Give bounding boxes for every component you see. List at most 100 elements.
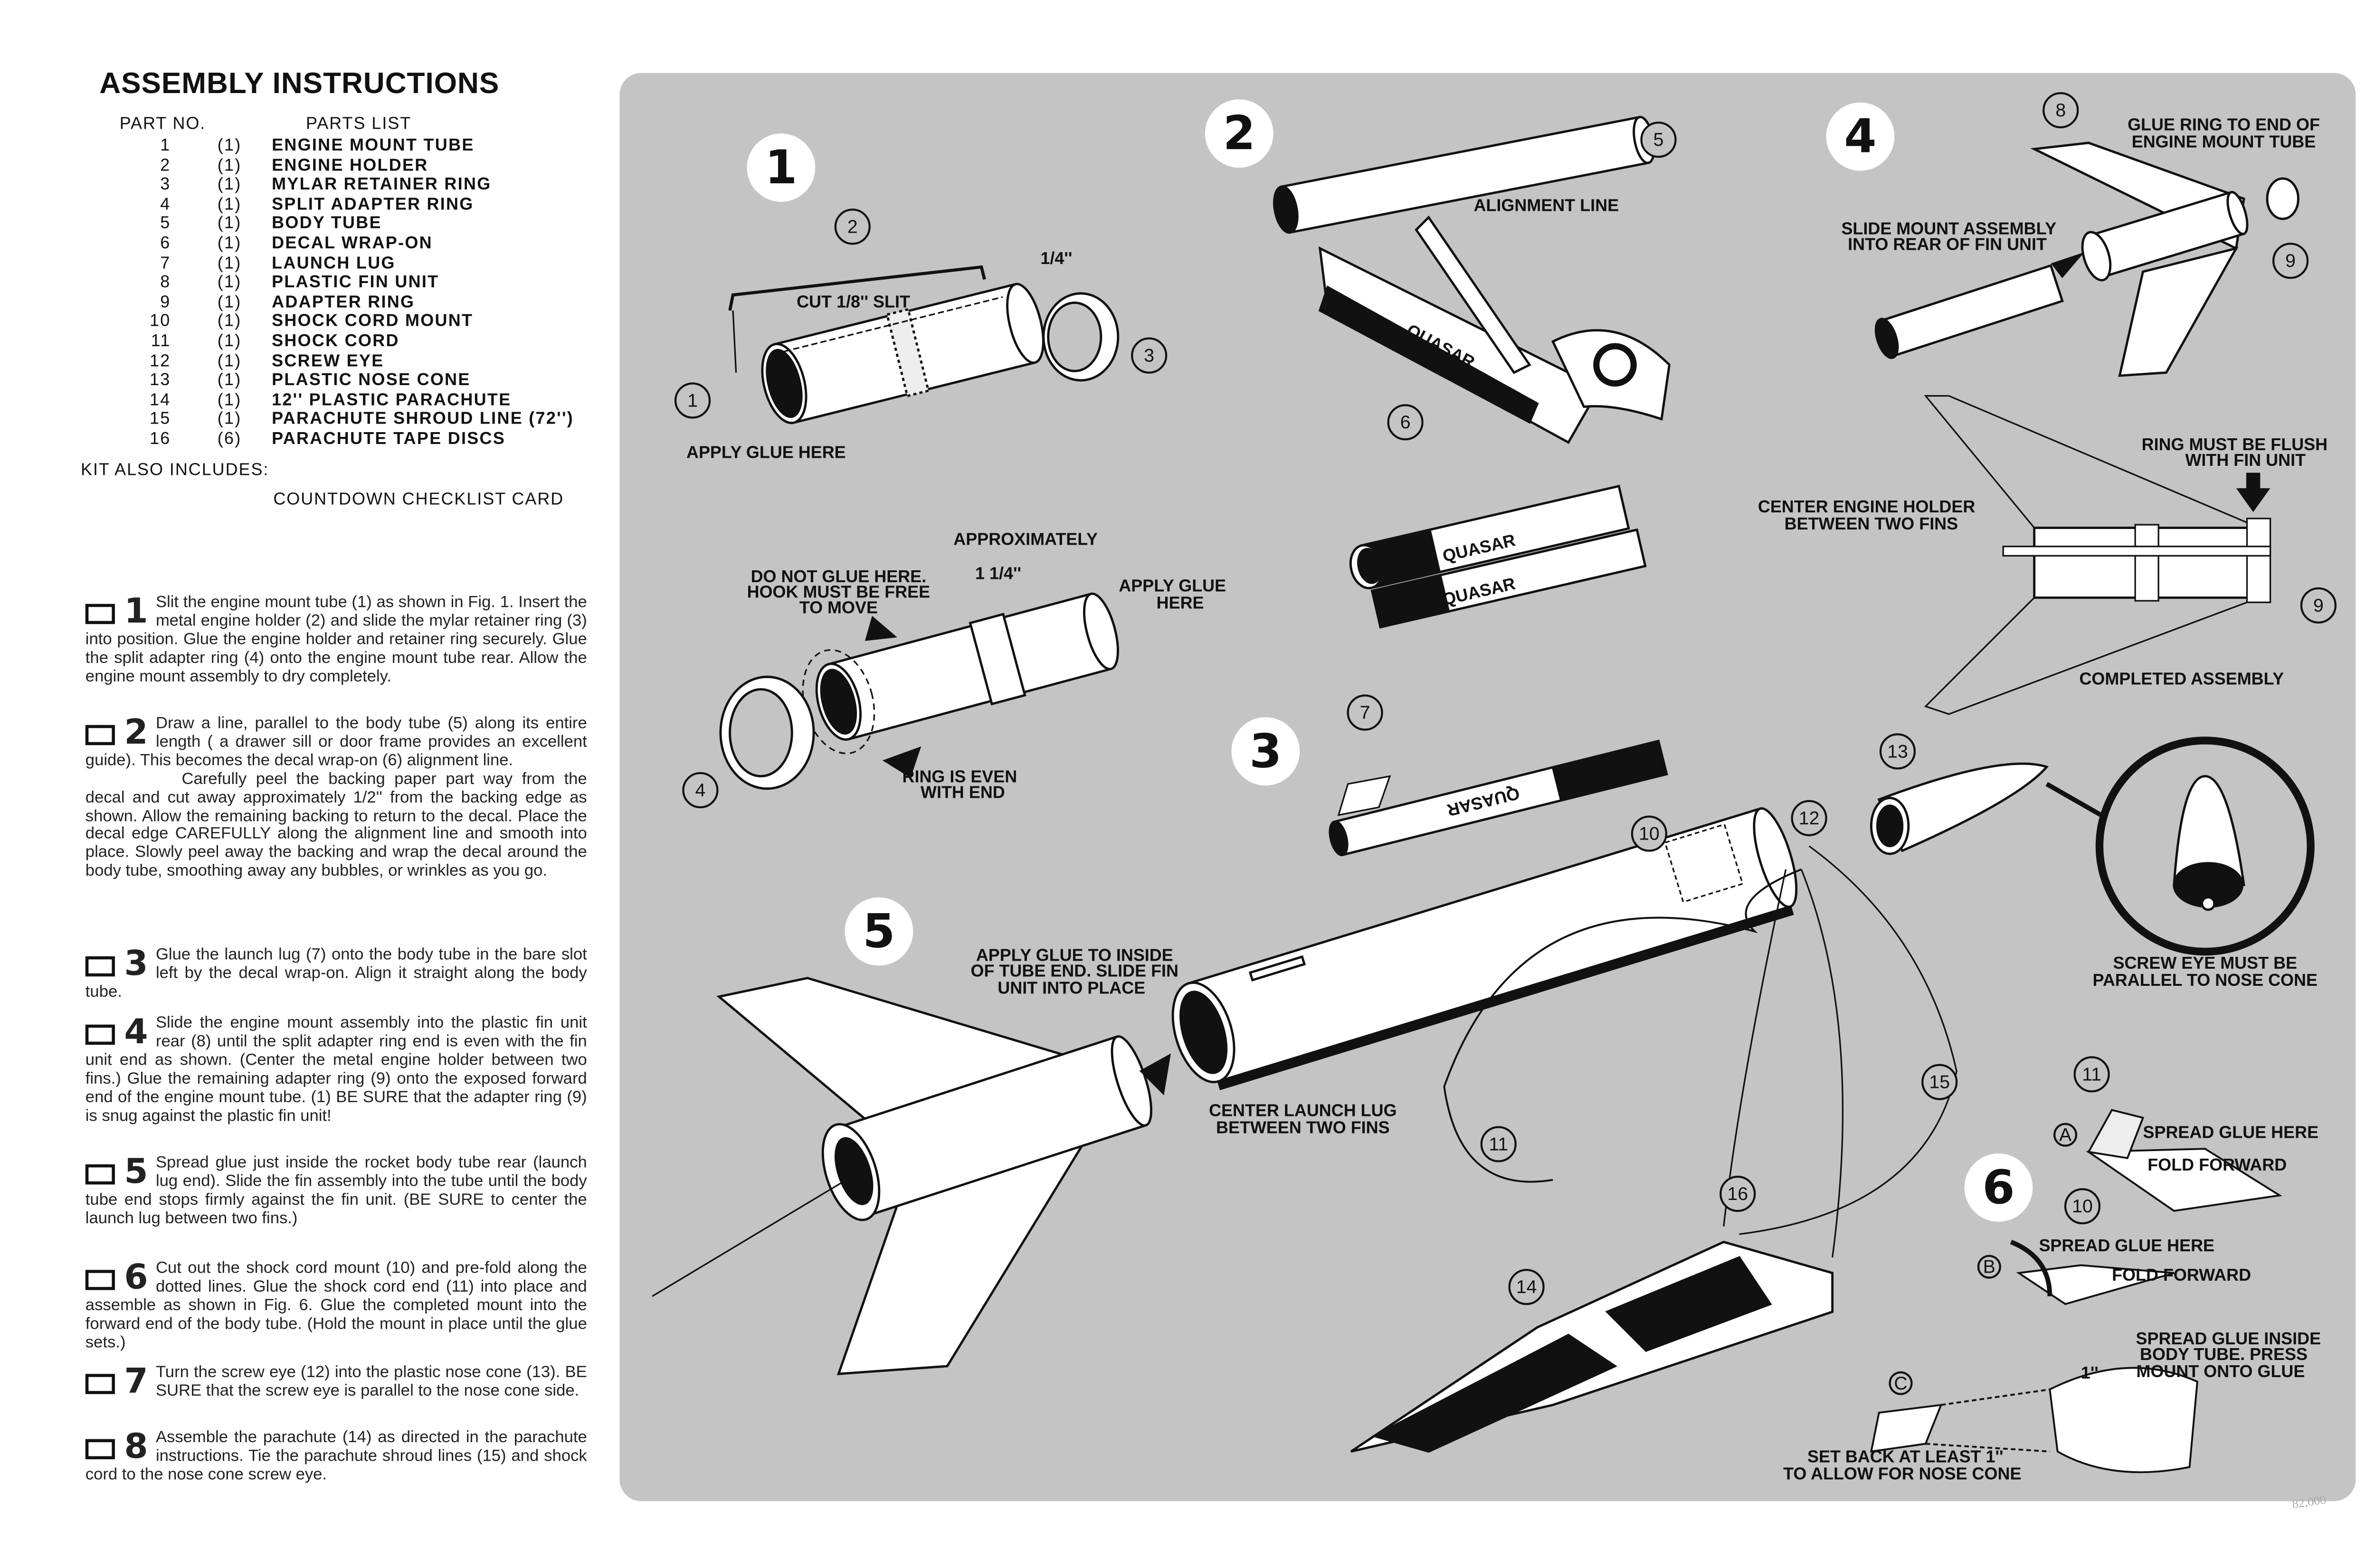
part-number: 15 bbox=[150, 410, 171, 429]
part-name: MYLAR RETAINER RING bbox=[272, 176, 492, 195]
parts-list-row: 1(1)ENGINE MOUNT TUBE bbox=[93, 137, 606, 156]
figure-labels: CUT 1/8'' SLIT 1/4'' APPLY GLUE HERE APP… bbox=[686, 115, 2328, 1483]
callout-circle bbox=[1791, 800, 1827, 836]
figure-badges: 1 2 3 4 5 6 bbox=[747, 99, 2033, 1222]
figure-badge-2: 2 bbox=[1223, 106, 1255, 161]
step-letter: A bbox=[2059, 1124, 2072, 1145]
part-number: 1 bbox=[160, 136, 171, 155]
part-quantity: (1) bbox=[217, 390, 242, 410]
callout-circle bbox=[1387, 404, 1424, 441]
step-text: Glue the launch lug (7) onto the body tu… bbox=[85, 945, 587, 1001]
part-number: 16 bbox=[150, 430, 171, 449]
one-inch-label: 1'' bbox=[2081, 1363, 2099, 1382]
part-quantity: (1) bbox=[217, 293, 242, 312]
parts-list-row: 8(1)PLASTIC FIN UNIT bbox=[93, 274, 606, 293]
engine-mount-tube-drawing bbox=[728, 265, 1120, 425]
callout-number: 7 bbox=[1360, 702, 1370, 723]
part-name: SCREW EYE bbox=[272, 351, 384, 370]
callout-number: 11 bbox=[1489, 1133, 1508, 1154]
step-checkbox[interactable] bbox=[85, 724, 115, 745]
callout-circle bbox=[2272, 243, 2309, 279]
apply-glue-label: APPLY GLUE HERE bbox=[686, 442, 846, 462]
step-checkbox[interactable] bbox=[85, 1269, 115, 1290]
part-name: PARACHUTE TAPE DISCS bbox=[272, 430, 506, 449]
callout-circle bbox=[682, 772, 719, 809]
callout-circle bbox=[2042, 92, 2079, 129]
callout-number: 10 bbox=[2072, 1196, 2093, 1217]
fin-unit-drawing bbox=[1874, 142, 2299, 377]
part-name: ENGINE HOLDER bbox=[272, 156, 428, 175]
callout-circle bbox=[1347, 694, 1383, 731]
callout-circle bbox=[1720, 1175, 1756, 1212]
step-checkbox[interactable] bbox=[85, 1024, 115, 1044]
part-number: 8 bbox=[160, 273, 171, 293]
part-name: PARACHUTE SHROUD LINE (72'') bbox=[272, 410, 574, 429]
callout-circle bbox=[2300, 587, 2337, 624]
parts-list-row: 15 (1) PARACHUTE SHROUD LINE (72'') bbox=[93, 410, 606, 430]
callout-circle bbox=[2064, 1188, 2101, 1225]
callout-number: 13 bbox=[1887, 741, 1908, 762]
part-quantity: (1) bbox=[217, 371, 242, 390]
part-quantity: (1) bbox=[217, 195, 242, 214]
part-number: 2 bbox=[160, 156, 171, 175]
parts-list-row: 2 (1) ENGINE HOLDER bbox=[93, 156, 606, 176]
part-quantity: (1) bbox=[217, 156, 242, 175]
step-number: 2 bbox=[124, 714, 148, 753]
part-quantity: (1) bbox=[217, 254, 242, 273]
completed-assembly-label: COMPLETED ASSEMBLY bbox=[2079, 669, 2284, 689]
part-quantity: (1) bbox=[217, 312, 242, 331]
spread-glue-a-label: SPREAD GLUE HERE bbox=[2143, 1122, 2318, 1142]
step-text: Slit the engine mount tube (1) as shown … bbox=[85, 593, 587, 686]
part-number: 10 bbox=[150, 312, 171, 331]
step-text: Assemble the parachute (14) as directed … bbox=[85, 1428, 587, 1484]
parts-list-row: 13 (1) PLASTIC NOSE CONE bbox=[93, 371, 606, 391]
step-header: 2 bbox=[85, 714, 148, 753]
part-quantity: (1) bbox=[217, 410, 242, 429]
part-name: SPLIT ADAPTER RING bbox=[272, 195, 474, 214]
figure-badge-1: 1 bbox=[765, 141, 797, 195]
step-number: 3 bbox=[124, 945, 148, 984]
part-quantity: (1) bbox=[217, 351, 242, 370]
parts-list-row: 12(1)SCREW EYE bbox=[93, 352, 606, 371]
step-checkbox[interactable] bbox=[85, 955, 115, 976]
fold-forward-b-label: FOLD FORWARD bbox=[2112, 1265, 2251, 1285]
figure-badge-3: 3 bbox=[1249, 724, 1282, 778]
step-checkbox[interactable] bbox=[85, 1163, 115, 1184]
parts-list-row: 5(1)BODY TUBE bbox=[93, 215, 606, 234]
parts-list-row: 16 (6) PARACHUTE TAPE DISCS bbox=[93, 430, 606, 449]
part-name: ENGINE MOUNT TUBE bbox=[272, 136, 475, 155]
callout-number: 2 bbox=[847, 216, 858, 237]
part-number: 13 bbox=[150, 371, 171, 390]
part-name: PLASTIC NOSE CONE bbox=[272, 371, 471, 390]
step-text: Carefully peel the backing paper part wa… bbox=[85, 769, 587, 881]
part-quantity: (1) bbox=[217, 176, 242, 195]
figure-badge-6: 6 bbox=[1982, 1161, 2014, 1215]
part-name: ADAPTER RING bbox=[272, 293, 415, 312]
callout-number: 10 bbox=[1639, 823, 1660, 844]
part-number: 4 bbox=[160, 195, 171, 214]
parts-list-row: 9(1)ADAPTER RING bbox=[93, 293, 606, 312]
step-checkbox[interactable] bbox=[85, 1438, 115, 1459]
step-number: 8 bbox=[124, 1428, 148, 1467]
callout-circle bbox=[1631, 815, 1667, 852]
step-number: 4 bbox=[124, 1013, 148, 1053]
callout-number: 12 bbox=[1799, 808, 1820, 829]
step-header: 1 bbox=[85, 593, 148, 632]
part-quantity: (6) bbox=[217, 430, 242, 449]
parts-list-row: 7(1)LAUNCH LUG bbox=[93, 254, 606, 274]
part-number: 11 bbox=[151, 332, 171, 351]
step-checkbox[interactable] bbox=[85, 1373, 115, 1394]
step-number: 1 bbox=[124, 593, 148, 632]
step-checkbox[interactable] bbox=[85, 603, 115, 623]
